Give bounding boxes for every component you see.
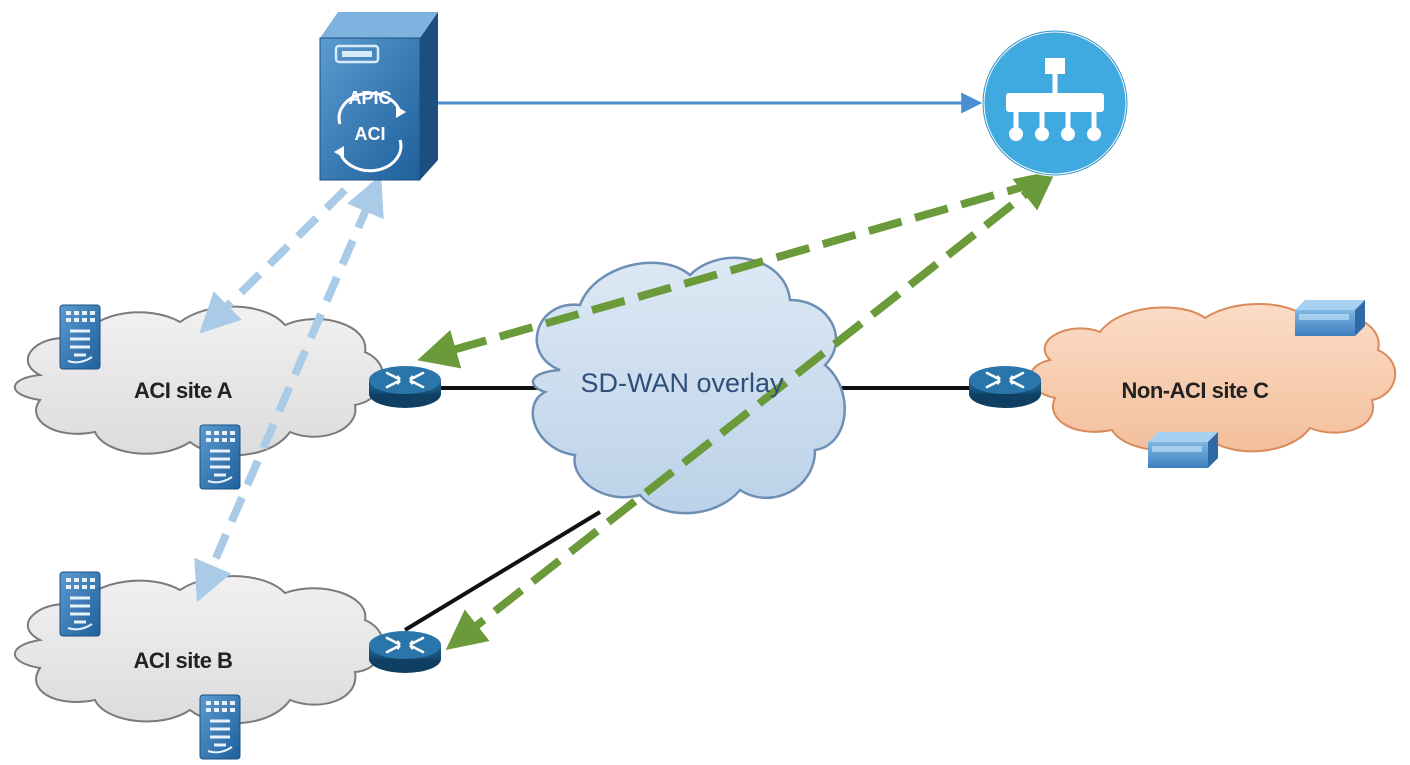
non-aci-site-c-cloud xyxy=(1029,302,1397,453)
server-icon-site-c-2 xyxy=(1148,432,1218,468)
apic-to-site-a-dashed xyxy=(199,187,348,334)
link-overlay-routerB xyxy=(403,510,602,632)
server-icon-site-c-1 xyxy=(1295,300,1365,336)
sdwan-controller-icon xyxy=(981,29,1129,177)
leaf-switch-icon-site-a-1 xyxy=(58,303,102,371)
router-icon-site-b xyxy=(367,629,443,675)
router-icon-site-a xyxy=(367,364,443,410)
leaf-switch-icon-site-a-2 xyxy=(198,423,242,491)
controller-to-router-b-dashed xyxy=(445,170,1057,650)
leaf-switch-icon-site-b-2 xyxy=(198,693,242,761)
site-a-label: ACI site A xyxy=(134,378,233,403)
router-icon-site-c xyxy=(967,364,1043,410)
aci-logo-text: ACI xyxy=(355,124,386,144)
leaf-switch-icon-site-b-1 xyxy=(58,570,102,638)
site-b-label: ACI site B xyxy=(134,648,233,673)
aci-logo-icon xyxy=(334,91,406,173)
aci-site-b-cloud xyxy=(13,575,384,725)
site-b-to-apic-dashed xyxy=(194,174,384,603)
apic-title: APIC xyxy=(348,88,391,108)
site-c-label: Non-ACI site C xyxy=(1122,378,1270,403)
sdwan-overlay-label: SD-WAN overlay xyxy=(580,368,784,398)
apic-controller xyxy=(319,12,438,181)
